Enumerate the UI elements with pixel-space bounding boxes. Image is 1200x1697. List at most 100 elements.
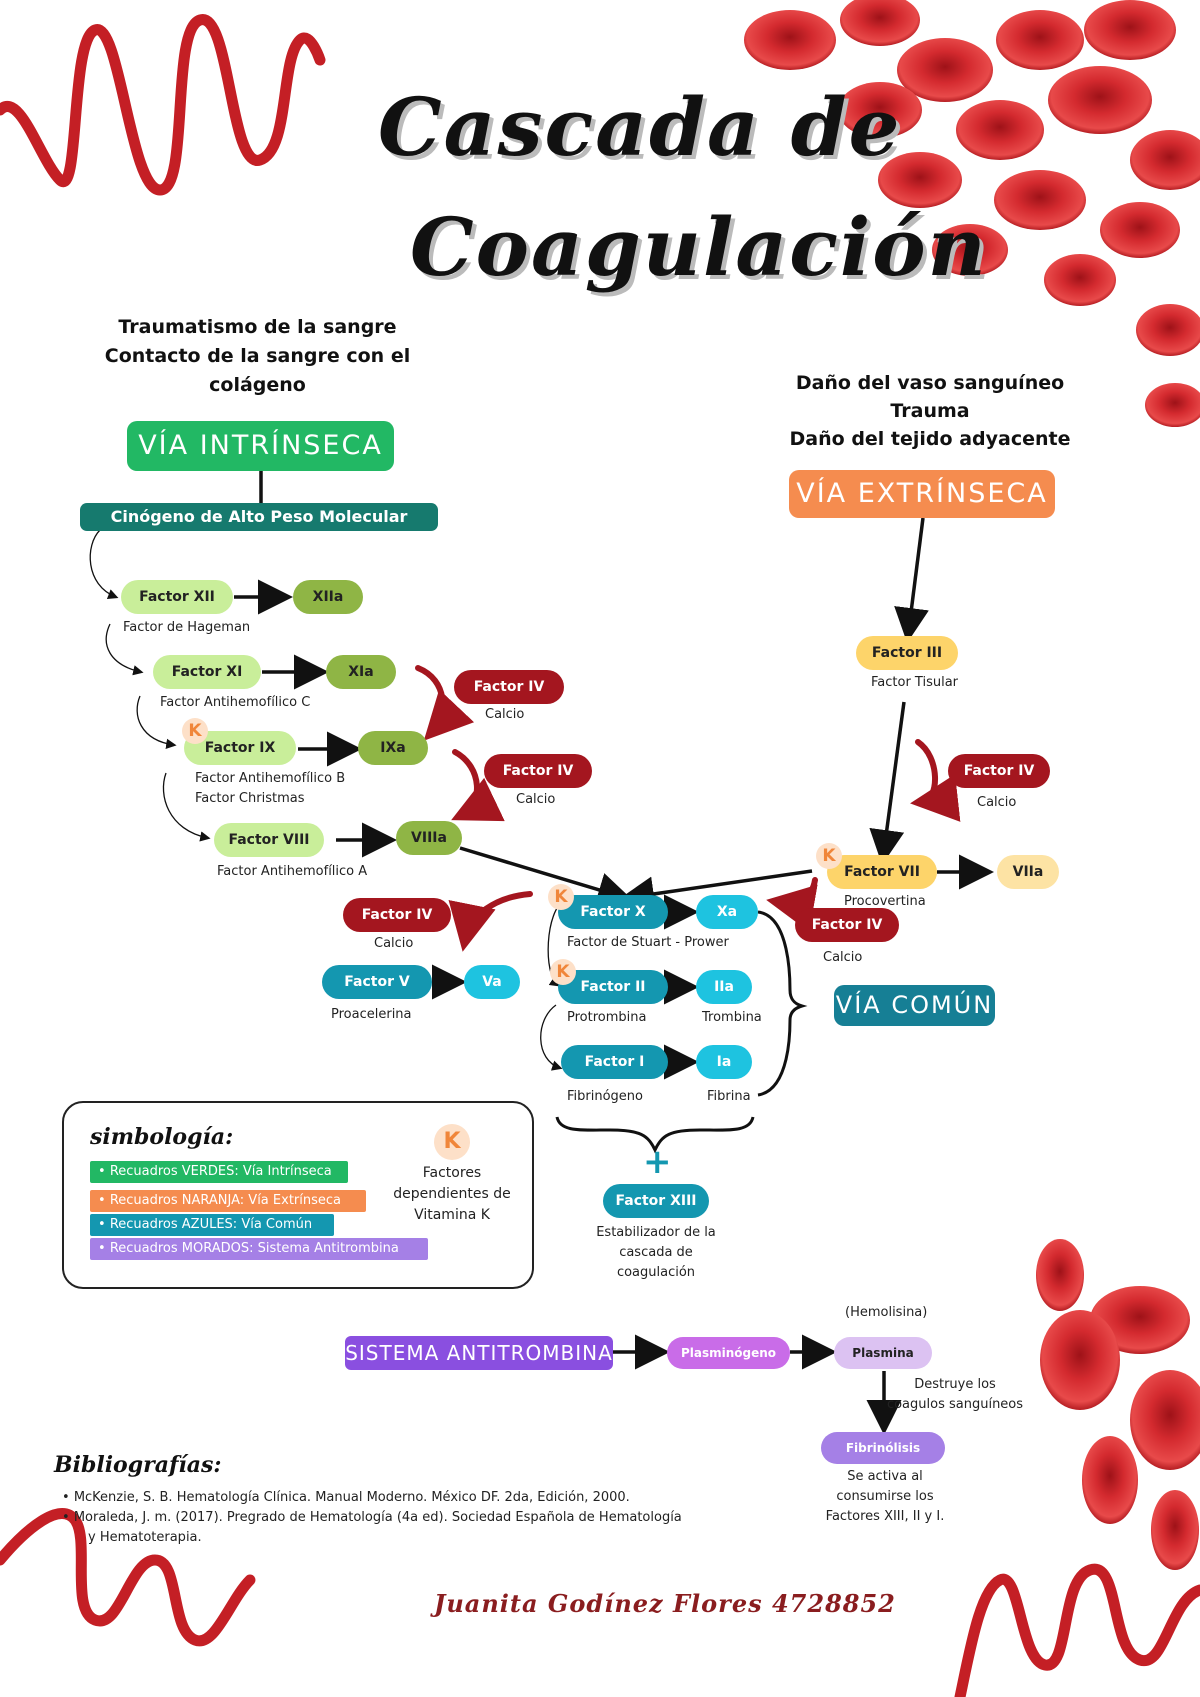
factor-viiia-pill: VIIIa	[396, 821, 462, 855]
bibliography-item-2-cont: y Hematoterapia.	[88, 1530, 202, 1545]
legend-item-green-label: Recuadros VERDES: Vía Intrínseca	[109, 1164, 332, 1179]
legend-k-desc-1: Factores	[422, 1165, 482, 1181]
legend-item-blue-label: Recuadros AZULES: Vía Común	[109, 1217, 313, 1232]
arrow-iii-vii	[869, 701, 906, 865]
factor-vii-desc: Procovertina	[844, 894, 926, 909]
curve-ix-viii	[162, 772, 211, 842]
factor-xa-pill: Xa	[696, 895, 758, 929]
factor-i-pill: Factor I	[561, 1045, 668, 1079]
factor-iia-pill: IIa	[696, 970, 752, 1004]
legend-item-blue: • Recuadros AZULES: Vía Común	[90, 1214, 334, 1236]
destruye-desc: Destruye los coagulos sanguíneos	[885, 1375, 1025, 1415]
factor-iv-pill-5: Factor IV	[795, 908, 899, 942]
factor-x-desc: Factor de Stuart - Prower	[567, 935, 729, 950]
legend-item-green: • Recuadros VERDES: Vía Intrínseca	[90, 1161, 348, 1183]
via-comun-brace	[757, 910, 808, 1097]
factor-iv-pill-4: Factor IV	[343, 898, 451, 932]
calcio-arrow-1	[415, 665, 475, 741]
intrinsic-causes: Traumatismo de la sangre Contacto de la …	[80, 313, 435, 400]
factor-v-desc: Proacelerina	[331, 1007, 412, 1022]
fibrinolisis-desc-2: consumirse los	[836, 1489, 934, 1504]
calcio-arrow-2	[451, 749, 505, 822]
arrow-via-ext-iii	[894, 517, 929, 643]
title-line2: Coagulación	[410, 200, 988, 294]
factor-iv-pill-2: Factor IV	[484, 754, 592, 788]
legend-k-desc-2: dependientes de	[393, 1186, 511, 1202]
factor-xi-desc: Factor Antihemofílico C	[160, 695, 311, 710]
factor-v-pill: Factor V	[322, 965, 432, 999]
hemolisina-label: (Hemolisina)	[845, 1305, 928, 1320]
fibrinolisis-pill: Fibrinólisis	[821, 1432, 945, 1464]
red-squiggles	[0, 14, 1200, 1697]
factor-xii-desc: Factor de Hageman	[123, 620, 251, 635]
bibliography-item-2: • Moraleda, J. m. (2017). Pregrado de He…	[62, 1510, 682, 1525]
fibrinolisis-desc: Se activa al consumirse los Factores XII…	[810, 1467, 960, 1527]
vitamin-k-badge-x: K	[548, 884, 574, 910]
extrinsic-cause-3: Daño del tejido adyacente	[789, 428, 1071, 450]
factor-xi-pill: Factor XI	[153, 655, 261, 689]
vitamin-k-badge-vii: K	[816, 843, 842, 869]
calcio-label-1: Calcio	[485, 707, 525, 722]
factor-iv-pill-3: Factor IV	[948, 754, 1050, 788]
intrinsic-cause-3: colágeno	[209, 374, 306, 396]
legend-title: simbología:	[90, 1124, 234, 1150]
factor-ia-pill: Ia	[696, 1045, 752, 1079]
factor-xiii-desc: Estabilizador de la cascada de coagulaci…	[585, 1223, 727, 1283]
legend-item-purple: • Recuadros MORADOS: Sistema Antitrombin…	[90, 1238, 428, 1260]
via-comun-box: VÍA COMÚN	[834, 985, 995, 1026]
bibliography-item-2-text: Moraleda, J. m. (2017). Pregrado de Hema…	[73, 1510, 682, 1525]
curve-xi-ix	[136, 695, 177, 750]
intrinsic-cause-2: Contacto de la sangre con el	[104, 345, 411, 367]
plus-icon: +	[643, 1142, 672, 1182]
factor-viia-pill: VIIa	[997, 855, 1059, 889]
factor-ii-pill: Factor II	[558, 970, 668, 1004]
red-blood-cells-top-right	[744, 0, 1200, 427]
vitamin-k-badge-ii: K	[550, 959, 576, 985]
intrinsic-cause-1: Traumatismo de la sangre	[118, 316, 397, 338]
factor-xiii-pill: Factor XIII	[603, 1184, 709, 1218]
bibliography-item-1: • McKenzie, S. B. Hematología Clínica. M…	[62, 1490, 630, 1505]
calcio-label-3: Calcio	[977, 795, 1017, 810]
vitamin-k-badge-ix: K	[182, 718, 208, 744]
calcio-arrow-4	[448, 891, 533, 952]
factor-iia-desc: Trombina	[702, 1010, 762, 1025]
fibrinolisis-desc-3: Factores XIII, II y I.	[825, 1509, 945, 1524]
destruye-desc-2: coagulos sanguíneos	[886, 1397, 1024, 1412]
factor-ix-desc-2: Factor Christmas	[195, 791, 305, 806]
factor-xiii-desc-2: cascada de	[619, 1245, 693, 1260]
factor-iv-pill-1: Factor IV	[454, 670, 564, 704]
legend-item-purple-label: Recuadros MORADOS: Sistema Antitrombina	[109, 1241, 399, 1256]
legend-item-orange: • Recuadros NARANJA: Vía Extrínseca	[90, 1190, 366, 1212]
camp-box: Cinógeno de Alto Peso Molecular (CAMP)	[80, 503, 438, 554]
via-intrinseca-box: VÍA INTRÍNSECA	[127, 421, 394, 471]
factor-xia-pill: XIa	[326, 655, 396, 689]
factor-iii-desc: Factor Tisular	[871, 675, 959, 690]
plasminogeno-pill: Plasminógeno	[667, 1337, 790, 1369]
calcio-label-2: Calcio	[516, 792, 556, 807]
factor-iii-pill: Factor III	[856, 636, 958, 670]
author-signature: Juanita Godínez Flores 4728852	[434, 1589, 896, 1618]
legend-k-badge: K	[434, 1124, 470, 1160]
bibliography-list: • McKenzie, S. B. Hematología Clínica. M…	[62, 1488, 722, 1548]
factor-ii-desc: Protrombina	[567, 1010, 647, 1025]
extrinsic-cause-2: Trauma	[890, 400, 970, 422]
legend-box-outline	[62, 1101, 534, 1289]
curve-xii-xi	[105, 623, 144, 676]
calcio-arrow-5	[766, 877, 818, 932]
factor-vii-pill: Factor VII	[827, 855, 937, 889]
factor-ixa-pill: IXa	[358, 731, 428, 765]
calcio-arrow-3	[910, 739, 961, 822]
extrinsic-cause-1: Daño del vaso sanguíneo	[795, 372, 1065, 394]
legend-k-desc-3: Vitamina K	[414, 1207, 490, 1223]
fibrinolisis-desc-1: Se activa al	[847, 1469, 923, 1484]
factor-x-pill: Factor X	[558, 895, 668, 929]
calcio-label-4: Calcio	[374, 936, 414, 951]
arrow-vii-x	[619, 869, 813, 912]
factor-xii-pill: Factor XII	[121, 580, 233, 614]
bibliography-item-1-text: McKenzie, S. B. Hematología Clínica. Man…	[73, 1490, 630, 1505]
curve-camp-xii	[89, 529, 119, 600]
calcio-label-5: Calcio	[823, 950, 863, 965]
via-extrinseca-box: VÍA EXTRÍNSECA	[789, 470, 1055, 518]
plasmina-pill: Plasmina	[834, 1337, 932, 1369]
factor-viii-pill: Factor VIII	[214, 823, 324, 857]
